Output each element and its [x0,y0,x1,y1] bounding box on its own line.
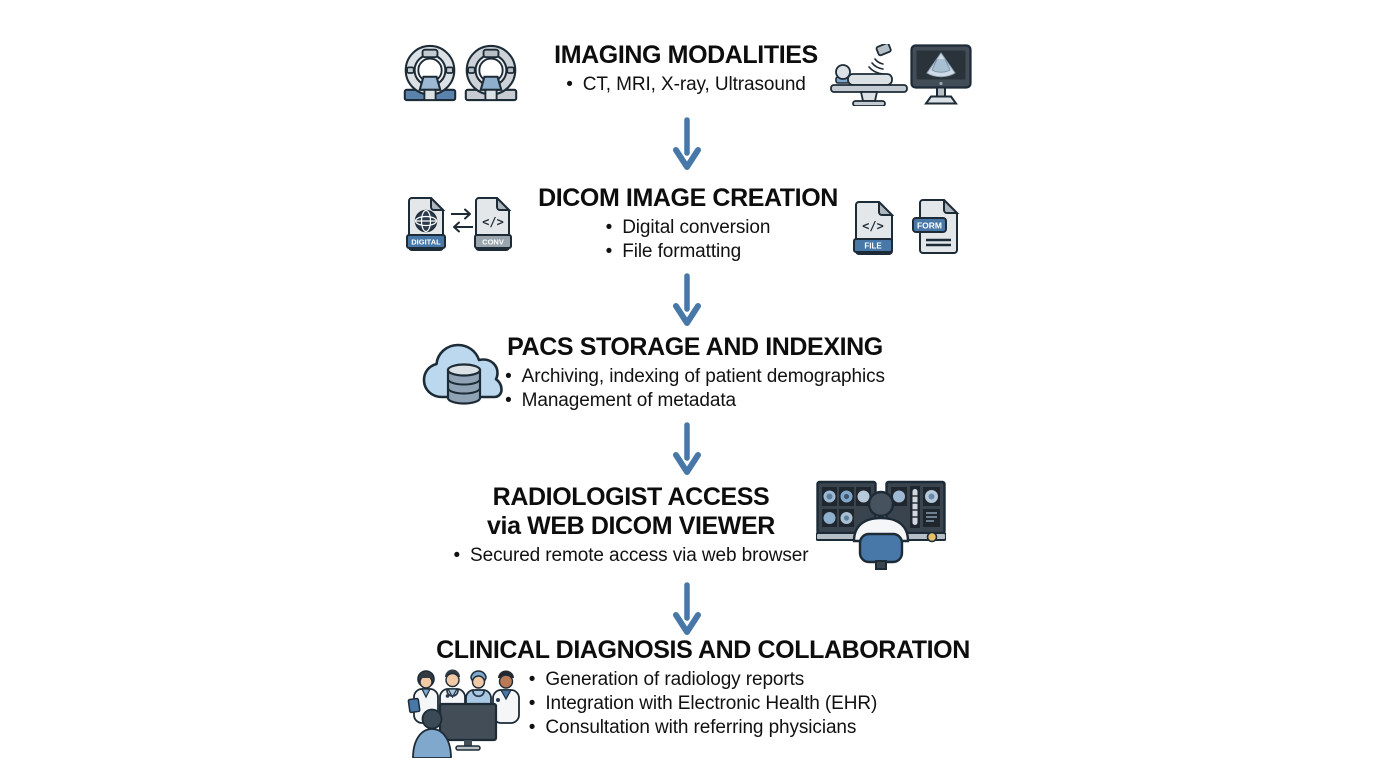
radiologist-workstation-icon [816,477,946,571]
xray-table-icon [830,44,908,106]
step-title: CLINICAL DIAGNOSIS AND COLLABORATION [436,636,970,664]
digital-file-label: DIGITAL [411,238,441,247]
step-bullet: Generation of radiology reports [529,668,877,692]
step-bullet: Archiving, indexing of patient demograph… [505,365,885,389]
step-bullet: Management of metadata [505,389,885,413]
mri-scanner-icon [463,43,519,103]
code-glyph: </> [482,215,504,229]
step-title: DICOM IMAGE CREATION [538,184,838,212]
step-bullet: Consultation with referring physicians [529,716,877,740]
step-bullets: Archiving, indexing of patient demograph… [505,365,885,413]
form-document-icon: FORM [912,199,960,255]
flow-arrow-down-icon [673,117,701,171]
step-bullets: Digital conversion File formatting [606,216,771,264]
step-dicom-image-creation: DICOM IMAGE CREATION Digital conversion … [538,184,838,264]
step-bullets: CT, MRI, X-ray, Ultrasound [566,73,806,97]
dicom-file-label: FILE [864,242,882,251]
conversion-file-icon: </> CONV [474,197,512,251]
flow-arrow-down-icon [673,273,701,327]
step-pacs-storage-indexing: PACS STORAGE AND INDEXING Archiving, ind… [505,333,885,413]
step-bullet: File formatting [606,240,771,264]
step-clinical-diagnosis-collaboration: CLINICAL DIAGNOSIS AND COLLABORATION Gen… [436,636,970,740]
step-bullets: Secured remote access via web browser [453,544,809,568]
step-bullets: Generation of radiology reports Integrat… [529,668,877,740]
flow-arrow-down-icon [673,422,701,476]
step-title-line2: via WEB DICOM VIEWER [487,512,775,540]
step-title: IMAGING MODALITIES [554,41,818,69]
form-document-label: FORM [917,221,942,231]
step-bullet: CT, MRI, X-ray, Ultrasound [566,73,806,97]
conversion-file-label: CONV [482,238,504,247]
step-radiologist-access: RADIOLOGIST ACCESS via WEB DICOM VIEWER … [453,483,809,568]
ultrasound-monitor-icon [910,44,972,106]
convert-arrows-icon [449,207,475,235]
cloud-database-icon [418,337,504,413]
step-bullet: Secured remote access via web browser [453,544,809,568]
code-glyph: </> [862,219,884,233]
dicom-file-icon: </> FILE [852,201,894,255]
digital-file-icon: DIGITAL [406,197,446,251]
step-imaging-modalities: IMAGING MODALITIES CT, MRI, X-ray, Ultra… [554,41,818,97]
step-title: RADIOLOGIST ACCESS [492,483,770,511]
step-title: PACS STORAGE AND INDEXING [507,333,883,361]
flow-arrow-down-icon [673,582,701,636]
ct-scanner-icon [402,43,458,103]
medical-team-icon [404,666,526,758]
step-bullet: Digital conversion [606,216,770,240]
step-bullet: Integration with Electronic Health (EHR) [529,692,877,716]
